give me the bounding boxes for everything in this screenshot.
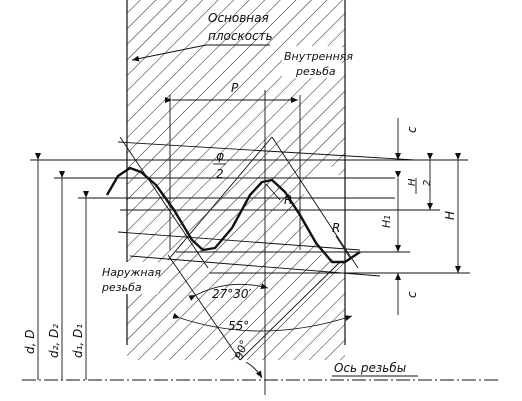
main-plane-leader	[131, 44, 207, 62]
h1-label: H1	[380, 215, 393, 228]
angle-2730-label: 27°30′	[212, 287, 252, 301]
line-root-slant-2	[117, 231, 361, 251]
flank-construction-2	[167, 136, 273, 261]
radius-label-1: R	[284, 193, 292, 207]
pitch-label: P	[231, 81, 239, 95]
h-half-den: 2	[422, 180, 433, 186]
line-root-slant-1	[117, 141, 416, 161]
radius-leader-2	[335, 235, 351, 259]
main-plane-label-2: плоскость	[208, 29, 273, 43]
h-full-label: H	[443, 211, 457, 220]
c-bottom-label: c	[405, 291, 419, 298]
line-root-slant-3	[129, 255, 381, 277]
h-half-num: H	[407, 178, 418, 186]
external-thread-label-bg	[100, 262, 158, 294]
internal-thread-label: Внутренняя	[284, 50, 353, 63]
external-thread-label: Наружная	[102, 266, 161, 279]
angle-arc-90	[245, 361, 263, 379]
angle-90-label: 90°	[232, 338, 251, 361]
thread-axis-label: Ось резьбы	[334, 361, 406, 375]
flank-construction-3	[271, 136, 359, 269]
angle-ray-left	[167, 254, 241, 361]
c-top-label: c	[405, 126, 419, 133]
d2-D2-label: d₂, D₂	[47, 324, 61, 358]
phi-den: 2	[216, 167, 224, 181]
phi-label: φ	[216, 149, 224, 163]
internal-thread-label-2: резьба	[295, 65, 336, 78]
d1-D1-label: d₁, D₁	[71, 324, 85, 358]
main-plane-label: Основная	[208, 11, 269, 25]
radius-label-2: R	[332, 221, 340, 235]
angle-55-label: 55°	[228, 319, 249, 333]
d-D-label: d, D	[23, 330, 37, 355]
angle-arc-55	[172, 312, 353, 332]
external-thread-label-2: резьба	[101, 281, 142, 294]
angle-arc-2730	[188, 283, 269, 301]
angle-ray-right	[239, 261, 341, 361]
radius-leader-1	[265, 183, 281, 201]
thread-profile-line	[105, 166, 361, 264]
internal-thread-label-bg	[282, 46, 342, 78]
flank-construction-1	[119, 136, 209, 269]
